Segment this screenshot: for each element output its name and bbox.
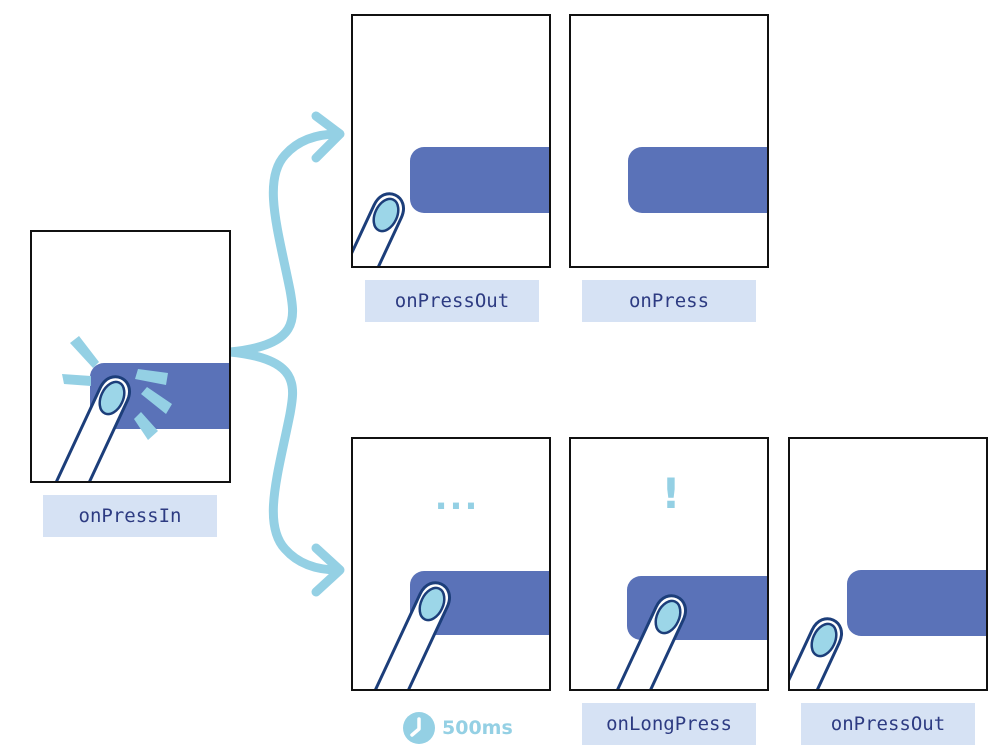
arrow-icon	[225, 129, 343, 357]
event-label-on-press: onPress	[582, 280, 756, 322]
finger-icon	[585, 594, 687, 690]
finger-icon	[352, 581, 451, 690]
timer-duration: 500ms	[442, 717, 513, 739]
panel-press	[569, 14, 798, 268]
finger-icon	[352, 192, 405, 267]
panel-press-out-top	[351, 14, 580, 268]
event-label-on-press-out-top: onPressOut	[365, 280, 539, 322]
arrow-icon	[225, 347, 343, 575]
finger-icon	[789, 617, 843, 690]
touchable-button[interactable]	[628, 147, 798, 213]
event-label-on-long-press: onLongPress	[582, 703, 756, 745]
long-press-exclamation: !	[661, 469, 681, 518]
flow-arrows	[225, 111, 345, 597]
panel-press-out-bottom	[788, 437, 1000, 691]
tap-burst-icon	[62, 336, 172, 440]
arrowhead-top	[311, 111, 345, 163]
timer-label: 500ms	[402, 710, 513, 746]
finger-icon	[31, 375, 131, 482]
event-label-on-press-in: onPressIn	[43, 495, 217, 537]
arrowhead-bottom	[311, 543, 345, 597]
waiting-ellipsis: ...	[434, 478, 480, 518]
panel-waiting	[351, 437, 551, 691]
touchable-button[interactable]	[847, 570, 1000, 636]
touchable-button[interactable]	[410, 147, 580, 213]
panel-long-press	[569, 437, 769, 691]
panel-press-in	[30, 230, 231, 483]
event-label-on-press-out-bottom: onPressOut	[801, 703, 975, 745]
stopwatch-icon	[403, 712, 435, 744]
